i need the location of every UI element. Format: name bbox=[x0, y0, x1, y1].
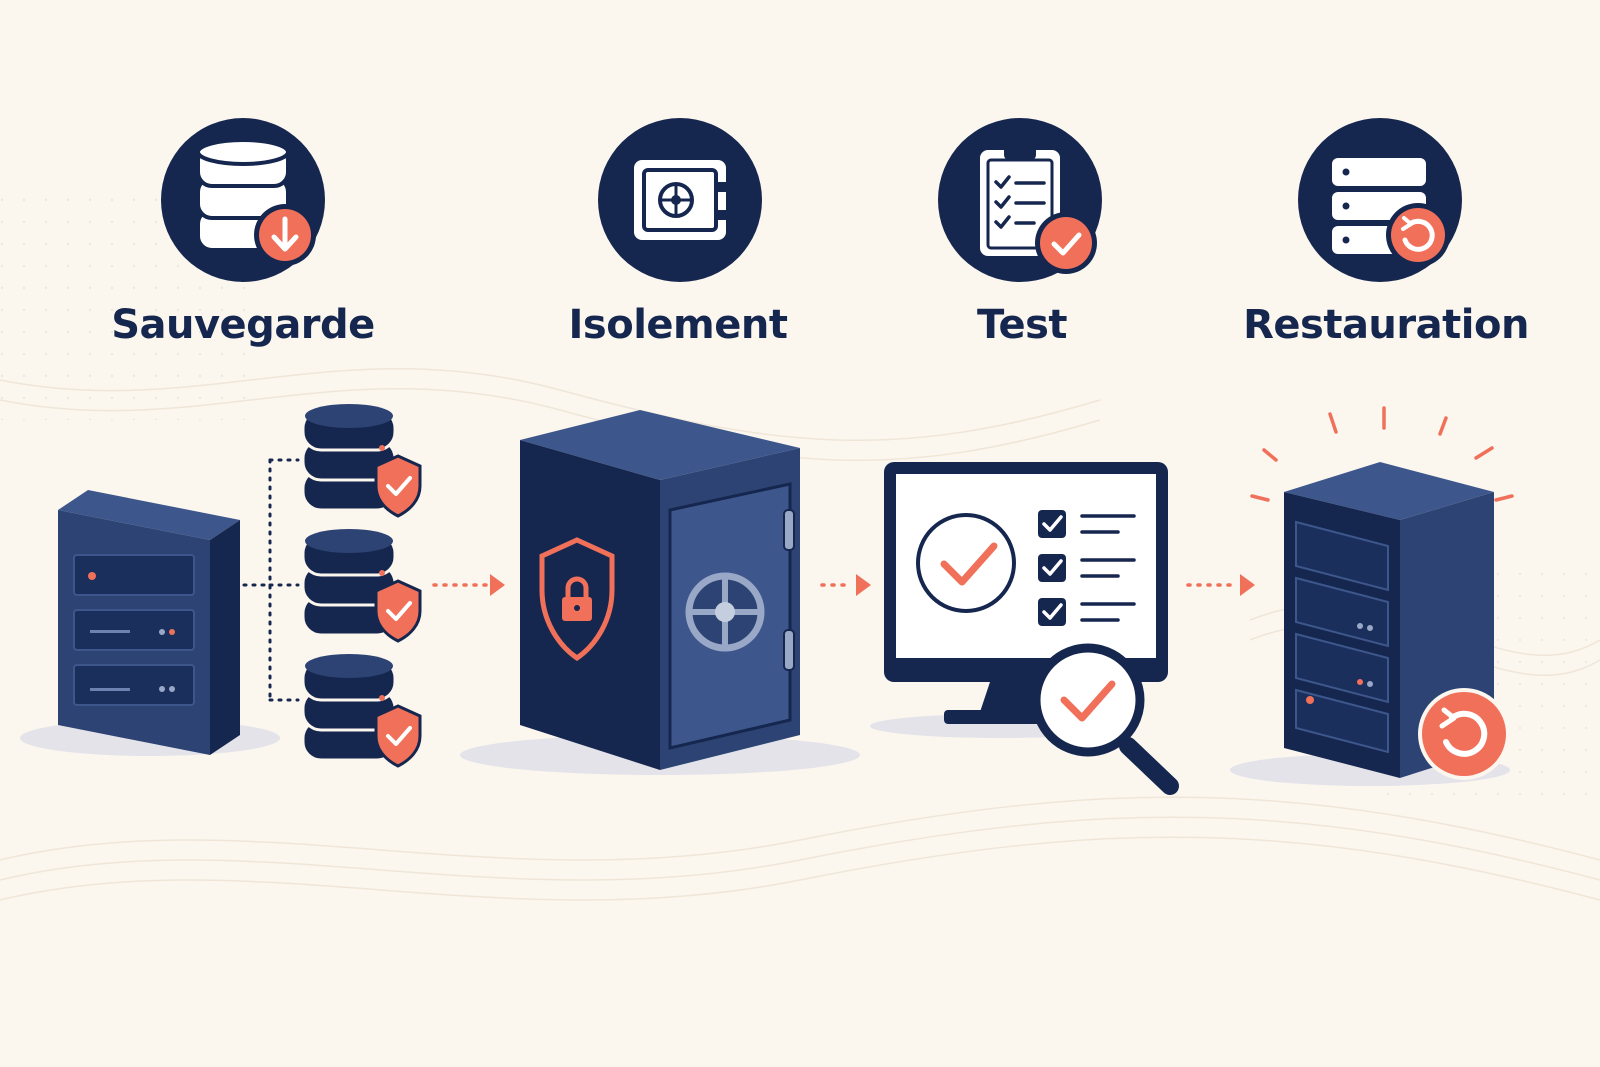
vault-safe-icon bbox=[598, 118, 762, 282]
database-shield-icon bbox=[301, 404, 422, 768]
step-label-restauration: Restauration bbox=[1243, 302, 1529, 348]
step-label-isolement: Isolement bbox=[568, 302, 788, 348]
flow-arrow-2 bbox=[820, 574, 871, 596]
server-restore-icon bbox=[1230, 406, 1514, 786]
step-label-test: Test bbox=[976, 302, 1068, 348]
flow-arrow-1 bbox=[432, 574, 505, 596]
server-tower-icon bbox=[20, 490, 280, 756]
magnifier-check-icon bbox=[1031, 643, 1179, 795]
clipboard-check-icon bbox=[938, 118, 1102, 282]
vault-shield-lock-icon bbox=[460, 410, 860, 775]
flow-arrow-3 bbox=[1186, 574, 1255, 596]
database-download-icon bbox=[161, 118, 325, 282]
server-restore-icon bbox=[1298, 118, 1462, 282]
backup-connector-lines bbox=[242, 458, 300, 702]
step-label-sauvegarde: Sauvegarde bbox=[111, 302, 375, 348]
